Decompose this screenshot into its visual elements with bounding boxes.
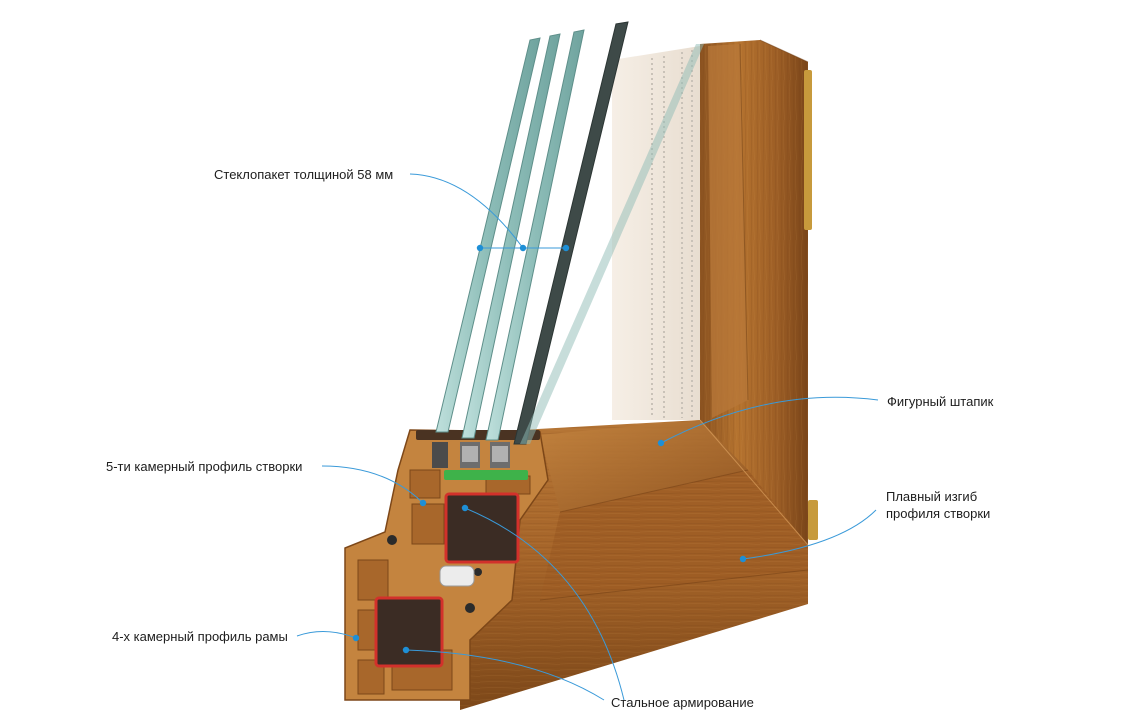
glazing-seal: [444, 470, 528, 480]
dot-glass-2: [519, 244, 527, 252]
label-smooth-bend-line2: профиля створки: [886, 506, 991, 521]
dot-glass-3: [562, 244, 570, 252]
leader-sash-profile: [321, 465, 424, 504]
dot-sash-profile: [419, 499, 427, 507]
glass-pane-1: [435, 37, 541, 433]
leader-steel-frame: [405, 649, 605, 701]
dot-glass-1: [476, 244, 484, 252]
label-steel-reinforcement: Стальное армирование: [611, 695, 754, 710]
sash-reinforcement: [444, 492, 520, 564]
dot-bead: [657, 439, 665, 447]
gasket-2: [465, 603, 475, 613]
dot-steel-sash: [461, 504, 469, 512]
hinge: [804, 70, 812, 230]
leader-frame-profile: [296, 631, 357, 639]
label-bead: Фигурный штапик: [887, 394, 994, 409]
label-sash-profile: 5-ти камерный профиль створки: [106, 459, 303, 474]
callout-dots: [352, 244, 747, 654]
glass-pane-2: [461, 33, 561, 439]
glass-panes: [435, 21, 704, 445]
leader-steel-sash: [464, 507, 625, 701]
leader-bead: [660, 396, 879, 444]
leader-lines: [296, 173, 879, 701]
gasket-3: [474, 568, 482, 576]
leader-glazing: [409, 173, 524, 249]
section-chambers: [357, 469, 531, 695]
glass-spacers: [432, 442, 510, 468]
dot-frame-profile: [352, 634, 360, 642]
profile-cross-section: [344, 429, 549, 701]
sash-bevel: [540, 420, 748, 512]
hardware-groove: [439, 565, 475, 587]
window-body: [344, 21, 818, 710]
label-glazing: Стеклопакет толщиной 58 мм: [214, 167, 394, 182]
leader-bend: [742, 509, 877, 560]
glass-pane-3: [485, 29, 585, 441]
label-smooth-bend-line1: Плавный изгиб: [886, 489, 978, 504]
glazing-spacer-dots: [651, 50, 693, 418]
bead-vertical: [708, 44, 748, 418]
label-frame-profile: 4-х камерный профиль рамы: [112, 629, 288, 644]
dot-bend: [739, 555, 747, 563]
gasket: [387, 535, 397, 545]
inner-pane: [612, 46, 700, 420]
hinge-lower: [808, 500, 818, 540]
frame-reinforcement: [374, 596, 444, 668]
label-smooth-bend: Плавный изгиб профиля створки: [886, 488, 990, 522]
dot-steel-frame: [402, 646, 410, 654]
sash-face-grain: [540, 470, 808, 600]
glass-pane-inner: [520, 44, 704, 444]
